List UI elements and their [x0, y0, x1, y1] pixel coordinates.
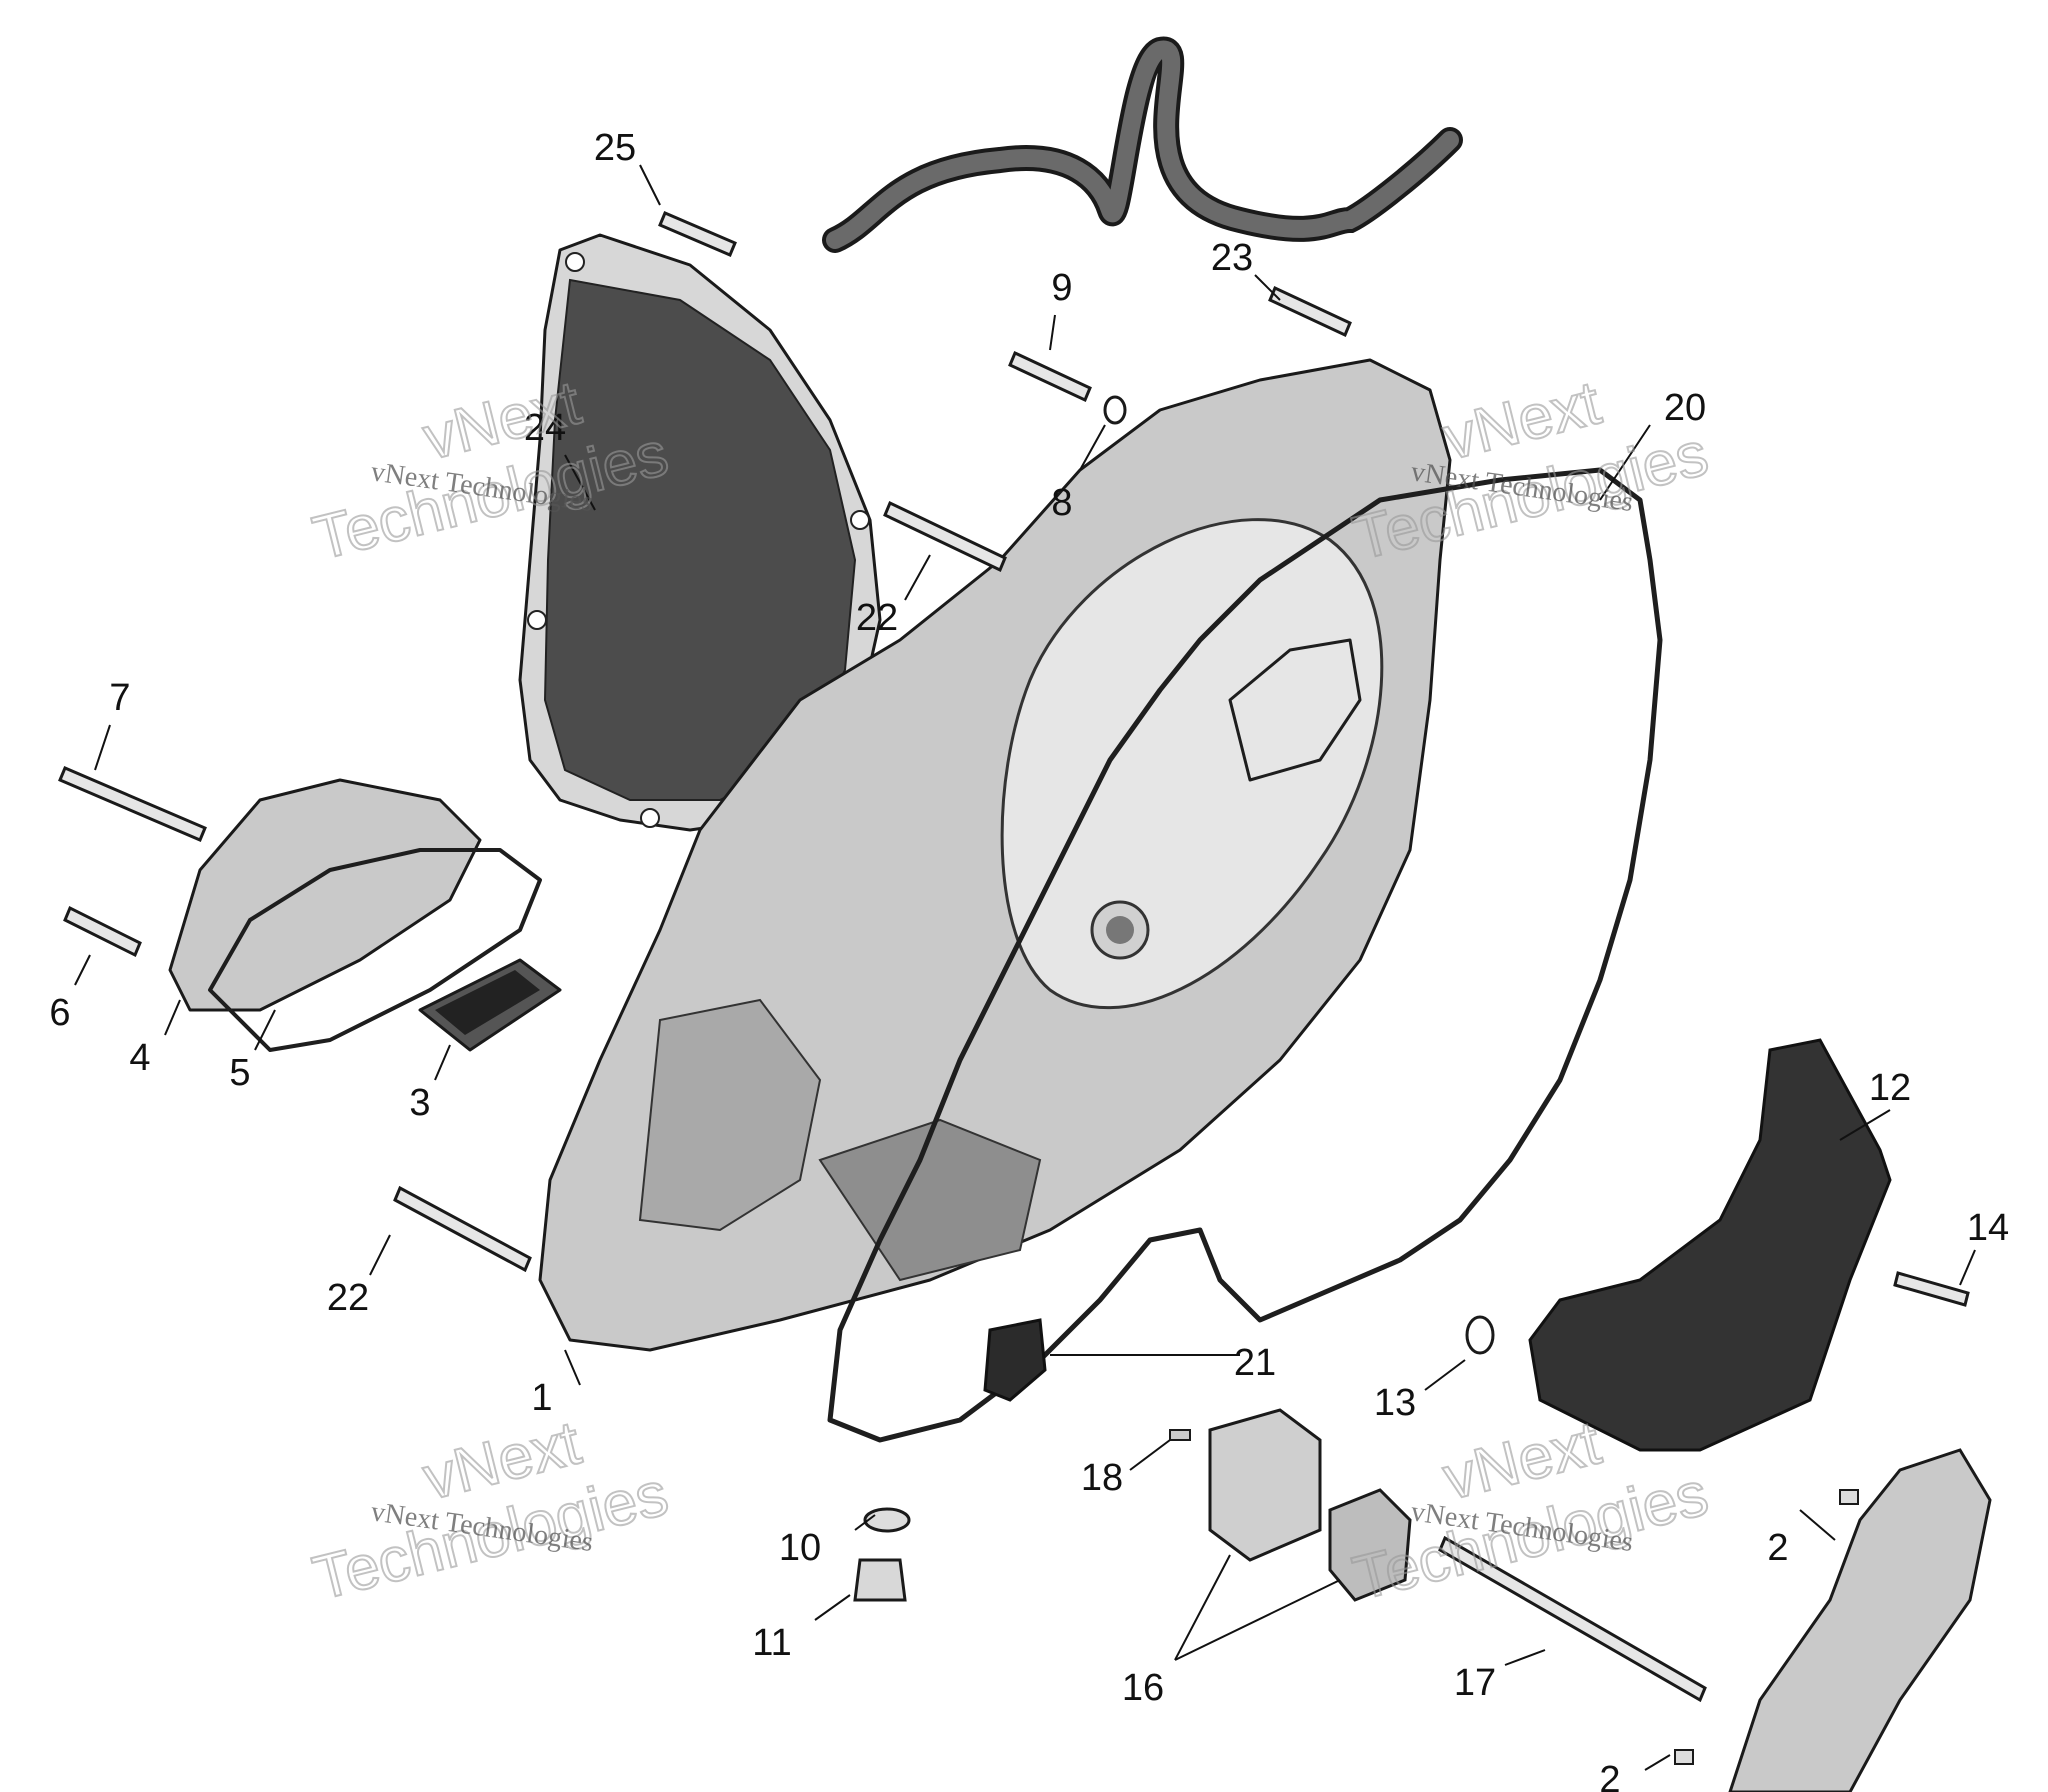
- main-gasket: [827, 467, 1663, 1443]
- callout-23-bolt: 23: [1211, 237, 1253, 279]
- bushing-16: [1208, 1408, 1322, 1562]
- callout-16-bushing: 16: [1122, 1667, 1164, 1709]
- callout-8-o-ring: 8: [1051, 482, 1072, 524]
- callout-1-crankcase-cover: 1: [531, 1377, 552, 1419]
- o-ring-13: [1465, 1315, 1495, 1355]
- callout-12-guide: 12: [1869, 1067, 1911, 1109]
- callout-17-shaft: 17: [1454, 1662, 1496, 1704]
- callout-11-drain-plug: 11: [752, 1622, 791, 1664]
- crankcase-cover: [538, 358, 1452, 1352]
- lower-housing: [1728, 1448, 1992, 1792]
- clip-21: [983, 1318, 1047, 1402]
- callout-2-dowel-pin-lower: 2: [1599, 1759, 1620, 1792]
- callout-14-bolt: 14: [1967, 1207, 2009, 1249]
- callout-21-clip: 21: [1234, 1342, 1276, 1384]
- callout-10-washer: 10: [779, 1527, 821, 1569]
- callout-20-main-gasket: 20: [1664, 387, 1706, 429]
- callout-4-small-cover: 4: [129, 1037, 150, 1079]
- callout-18-pin: 18: [1081, 1457, 1123, 1499]
- dowel-2: [1839, 1489, 1859, 1505]
- pin-18: [1169, 1429, 1191, 1441]
- outer-cover: [518, 233, 882, 832]
- callout-24-outer-cover: 24: [524, 407, 566, 449]
- drain-plug-11: [853, 1558, 907, 1602]
- o-ring-8: [1103, 395, 1127, 425]
- washer-10: [863, 1507, 911, 1533]
- callout-25-bolt: 25: [594, 127, 636, 169]
- callout-9-plug: 9: [1051, 267, 1072, 309]
- small-cover-assembly: [168, 778, 562, 1052]
- callout-22-bolt-upper: 22: [856, 597, 898, 639]
- watermark-bottom-left: vNext Technologies vNext Technologies: [306, 1407, 676, 1614]
- callout-5-small-gasket: 5: [229, 1052, 250, 1094]
- callout-3-screen: 3: [409, 1082, 430, 1124]
- dowel-2-lower: [1674, 1749, 1694, 1765]
- bolts: [58, 211, 1970, 1703]
- callout-13-o-ring: 13: [1374, 1382, 1416, 1424]
- leader-lines: [74, 164, 1976, 1771]
- callout-7-long-bolt: 7: [109, 677, 130, 719]
- callout-2-dowel-pin: 2: [1767, 1527, 1788, 1569]
- guide-12: [1528, 1038, 1892, 1452]
- callout-22-bolt-lower: 22: [327, 1277, 369, 1319]
- callout-6-short-bolt: 6: [49, 992, 70, 1034]
